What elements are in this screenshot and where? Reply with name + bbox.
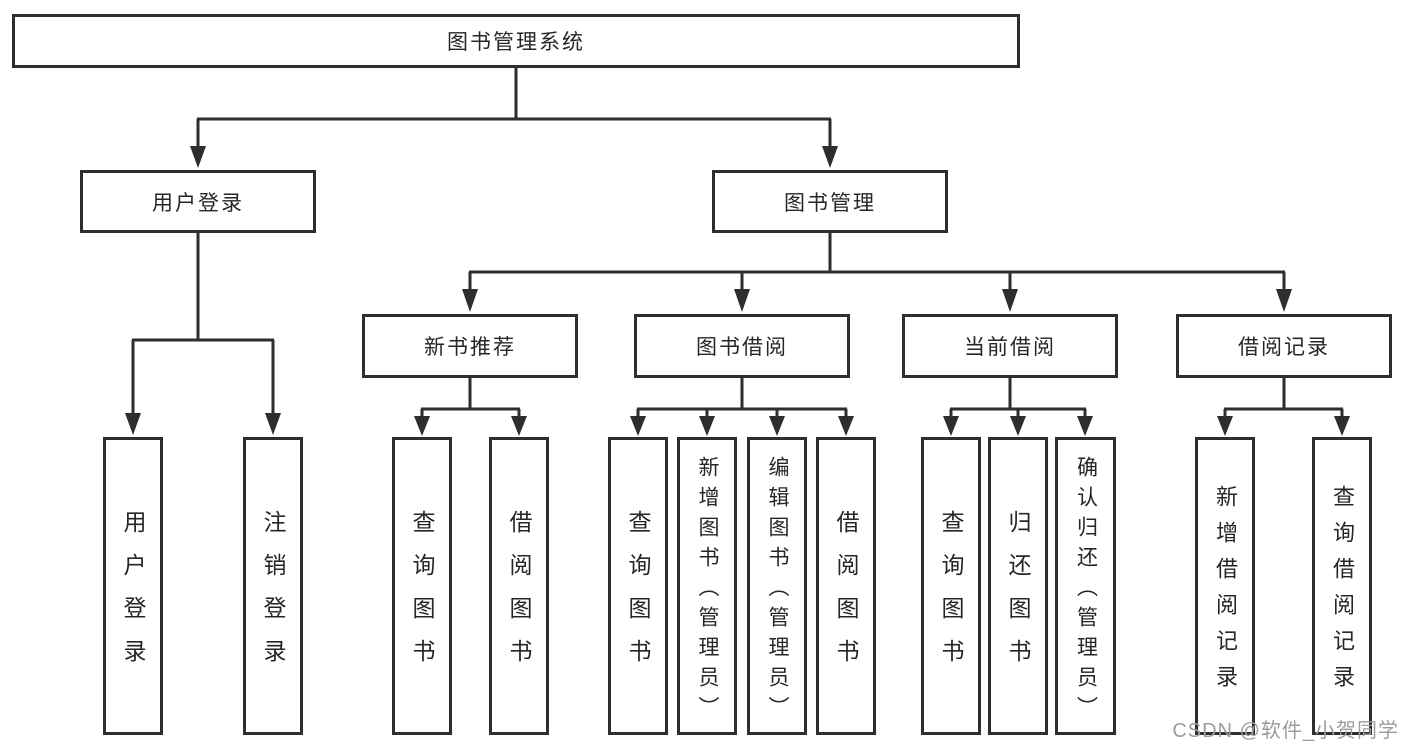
node-current-borrowing: 当前借阅 [902,314,1118,378]
node-leaf-logout: 注销登录 [243,437,303,735]
leaf-label: 查询图书 [409,510,435,682]
leaf-label: 用户登录 [120,510,146,682]
leaf-label: 归还图书 [1005,510,1031,682]
node-leaf-query-borrow-record: 查询借阅记录 [1312,437,1372,735]
node-leaf-query-books-borrowing: 查询图书 [608,437,668,735]
csdn-watermark: CSDN @软件_小贺同学 [1172,720,1399,742]
node-leaf-user-login: 用户登录 [103,437,163,735]
node-leaf-add-borrow-record: 新增借阅记录 [1195,437,1255,735]
node-leaf-edit-book-admin: 编辑图书（管理员） [747,437,807,735]
leaf-label: 查询借阅记录 [1330,485,1355,701]
leaf-label: 确认归还（管理员） [1074,455,1098,726]
node-leaf-borrow-books-recommend: 借阅图书 [489,437,549,735]
leaf-label: 新增借阅记录 [1213,485,1238,701]
leaf-label: 注销登录 [260,510,286,682]
node-leaf-return-book: 归还图书 [988,437,1048,735]
node-leaf-query-books-recommend: 查询图书 [392,437,452,735]
leaf-label: 查询图书 [938,510,964,682]
node-leaf-query-books-current: 查询图书 [921,437,981,735]
node-new-book-recommend: 新书推荐 [362,314,578,378]
node-leaf-add-book-admin: 新增图书（管理员） [677,437,737,735]
node-book-management-module: 图书管理 [712,170,948,233]
node-leaf-borrow-books: 借阅图书 [816,437,876,735]
node-book-borrowing: 图书借阅 [634,314,850,378]
leaf-label: 借阅图书 [506,510,532,682]
node-user-login-module: 用户登录 [80,170,316,233]
node-leaf-confirm-return-admin: 确认归还（管理员） [1055,437,1116,735]
leaf-label: 借阅图书 [833,510,859,682]
node-borrowing-records: 借阅记录 [1176,314,1392,378]
node-root-system: 图书管理系统 [12,14,1020,68]
leaf-label: 新增图书（管理员） [696,455,719,726]
leaf-label: 查询图书 [625,510,651,682]
leaf-label: 编辑图书（管理员） [766,455,789,726]
